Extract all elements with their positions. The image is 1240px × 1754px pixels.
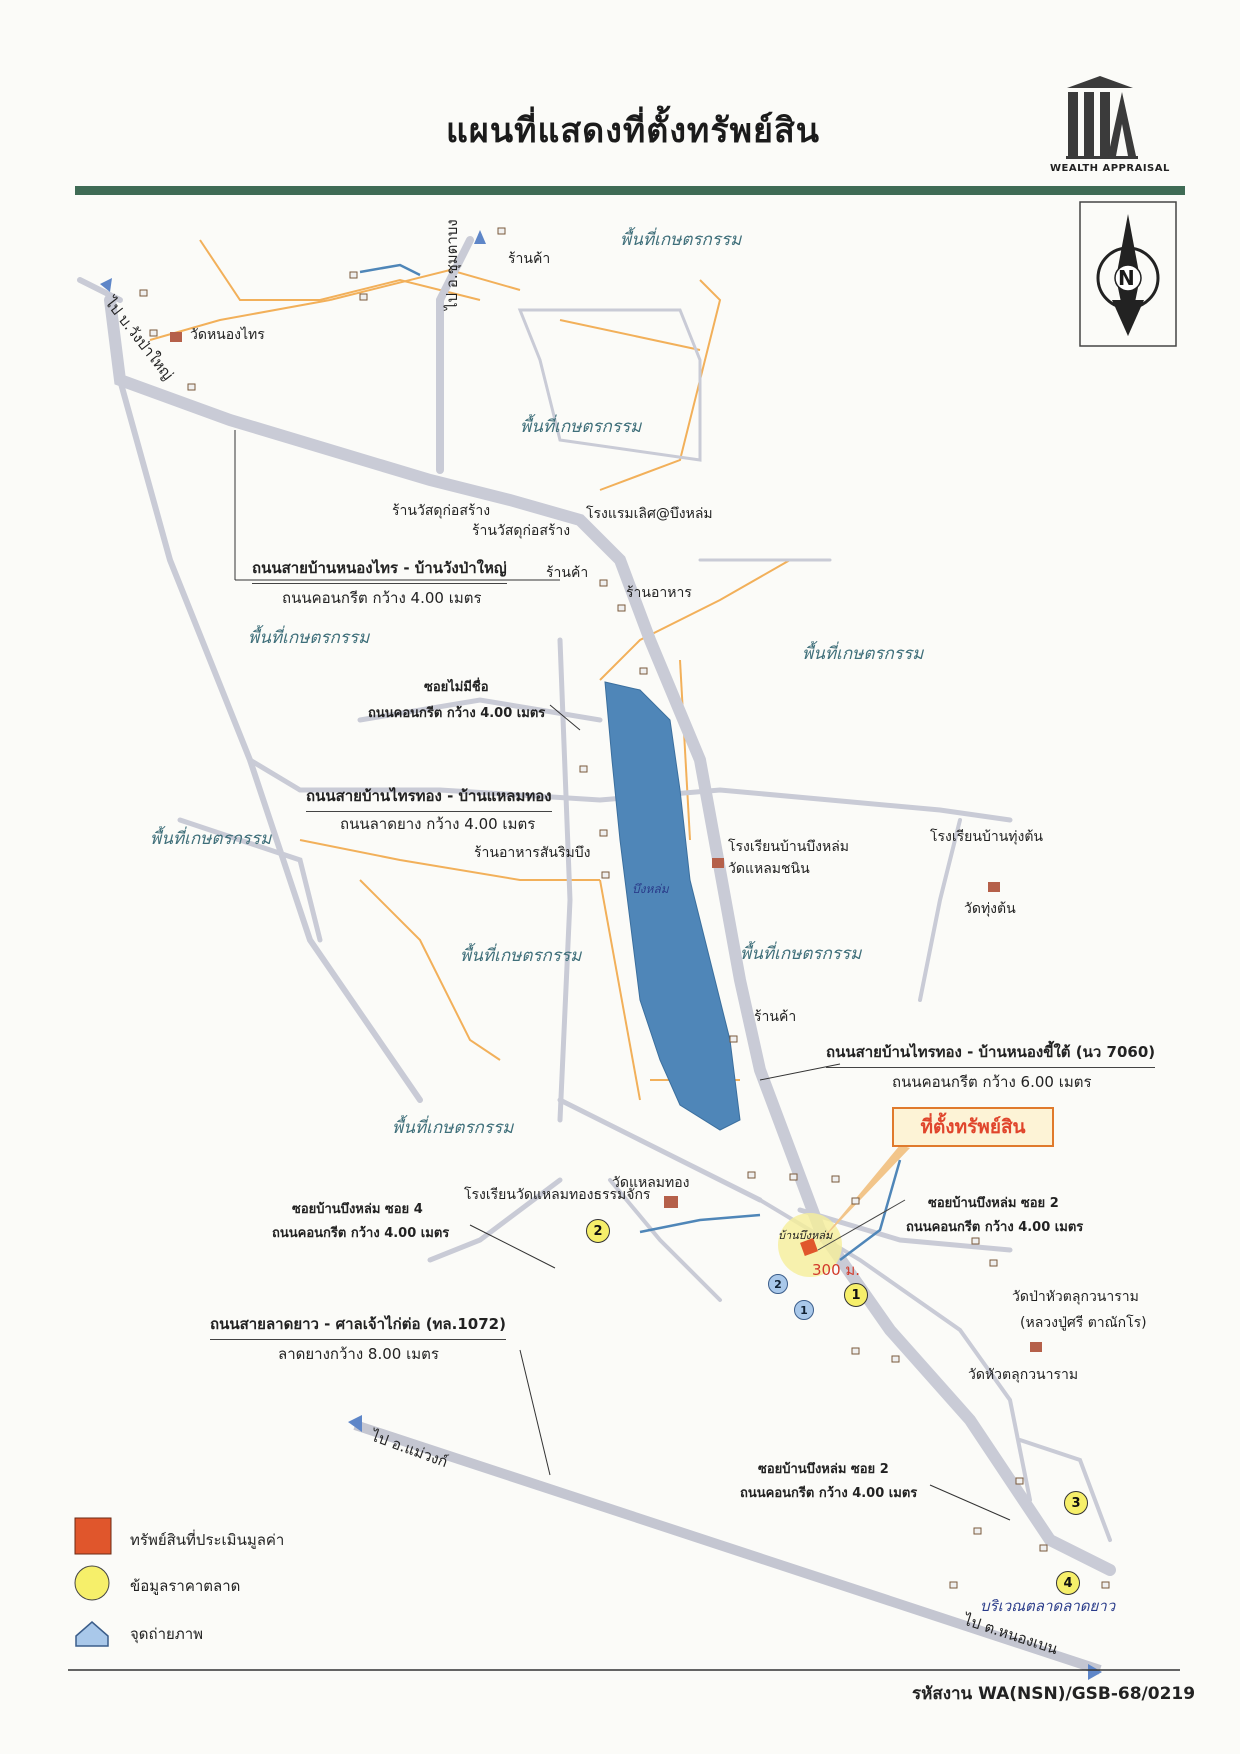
- job-code: รหัสงาน WA(NSN)/GSB-68/0219: [912, 1684, 1196, 1704]
- restaurant-label: ร้านอาหาร: [626, 585, 692, 601]
- market-marker: 2: [586, 1219, 610, 1243]
- school-label: โรงเรียนบ้านบึงหล่ม: [728, 839, 850, 855]
- area-label: พื้นที่เกษตรกรรม: [392, 1118, 514, 1138]
- legend-photo-label: จุดถ่ายภาพ: [130, 1625, 204, 1643]
- temple-label: วัดแหลมทอง: [612, 1175, 690, 1191]
- highway-1072: [353, 1420, 1102, 1675]
- arrow-icon: [1088, 1664, 1102, 1680]
- distance-label: 300 ม.: [812, 1261, 861, 1279]
- shop-label: ร้านวัสดุก่อสร้าง: [392, 503, 491, 519]
- legend-market-icon: [74, 1565, 110, 1601]
- road-desc: ถนนลาดยาง กว้าง 4.00 เมตร: [340, 815, 536, 833]
- road-label: ซอยไม่มีชื่อ: [424, 680, 489, 695]
- property-marker-icon: [800, 1238, 818, 1256]
- area-label: พื้นที่เกษตรกรรม: [620, 230, 742, 250]
- area-label: พื้นที่เกษตรกรรม: [150, 829, 272, 849]
- market-marker: 4: [1056, 1571, 1080, 1595]
- shop-label: ร้านค้า: [508, 251, 551, 267]
- restaurant-label: ร้านอาหารสันริมบึง: [474, 845, 591, 861]
- callout-pointer: [818, 1145, 910, 1244]
- road-label: ซอยบ้านบึงหล่ม ซอย 2: [928, 1196, 1059, 1211]
- school-label: โรงเรียนวัดแหลมทองธรรมจักร: [464, 1187, 651, 1203]
- direction-label: ไป อ.ชุมตาบง: [443, 219, 461, 310]
- temple-label: วัดทุ่งต้น: [964, 901, 1016, 917]
- shop-label: ร้านวัสดุก่อสร้าง: [472, 523, 571, 539]
- legend-property-label: ทรัพย์สินที่ประเมินมูลค่า: [130, 1531, 285, 1549]
- legend-property-icon: [74, 1517, 112, 1555]
- market-marker: 1: [844, 1283, 868, 1307]
- legend-market-label: ข้อมูลราคาตลาด: [130, 1577, 241, 1595]
- temple-label: วัดหนองไทร: [190, 327, 265, 343]
- road-label: ถนนสายบ้านไทรทอง - บ้านแหลมทอง: [306, 784, 552, 812]
- arrow-icon: [100, 278, 112, 292]
- temple-label: วัดป่าหัวตลุกวนาราม: [1012, 1289, 1139, 1305]
- stream: [639, 1213, 761, 1234]
- house-icons: [139, 227, 1110, 1589]
- road-desc: ลาดยางกว้าง 8.00 เมตร: [278, 1345, 439, 1363]
- hotel-label: โรงแรมเลิศ@บึงหล่ม: [586, 506, 713, 522]
- village-label: บ้านบึงหล่ม: [778, 1229, 833, 1242]
- property-callout: ที่ตั้งทรัพย์สิน: [892, 1107, 1054, 1147]
- road-network: [77, 236, 1116, 1576]
- stream: [839, 1159, 902, 1261]
- road-desc: ถนนคอนกรีต กว้าง 6.00 เมตร: [892, 1073, 1092, 1091]
- road-label: ซอยบ้านบึงหล่ม ซอย 4: [292, 1202, 423, 1217]
- shop-label: ร้านค้า: [754, 1009, 797, 1025]
- photo-point: 1: [794, 1300, 814, 1320]
- road-desc: ถนนคอนกรีต กว้าง 4.00 เมตร: [272, 1226, 450, 1241]
- road-desc: ถนนคอนกรีต กว้าง 4.00 เมตร: [282, 589, 482, 607]
- leader-line: [817, 1199, 906, 1251]
- road-label: ถนนสายบ้านไทรทอง - บ้านหนองขี้ใต้ (นว 70…: [826, 1040, 1156, 1068]
- photo-point: 2: [768, 1274, 788, 1294]
- shop-label: ร้านค้า: [546, 565, 589, 581]
- lake-label: บึงหล่ม: [632, 882, 669, 896]
- compass-north-letter: N: [1118, 266, 1135, 290]
- area-label: พื้นที่เกษตรกรรม: [460, 946, 582, 966]
- road-label: ซอยบ้านบึงหล่ม ซอย 2: [758, 1462, 889, 1477]
- arrow-icon: [348, 1415, 362, 1432]
- leader-lines: [234, 430, 1011, 1521]
- temple-label: วัดหัวตลุกวนาราม: [968, 1367, 1079, 1383]
- area-label: พื้นที่เกษตรกรรม: [802, 644, 924, 664]
- temple-icons: [170, 332, 1042, 1352]
- wa-logo-icon: [1066, 76, 1138, 159]
- header-bar: [75, 186, 1185, 195]
- page-title: แผนที่แสดงที่ตั้งทรัพย์สิน: [446, 111, 820, 151]
- market-area-label: บริเวณตลาดลาดยาว: [980, 1597, 1116, 1615]
- school-label: โรงเรียนบ้านทุ่งต้น: [930, 829, 1043, 845]
- lake-shape: [604, 681, 741, 1131]
- area-label: พื้นที่เกษตรกรรม: [740, 944, 862, 964]
- road-desc: ถนนคอนกรีต กว้าง 4.00 เมตร: [906, 1220, 1084, 1235]
- temple-label: (หลวงปู่ศรี ตาณักโร): [1020, 1315, 1147, 1331]
- stream: [359, 263, 421, 277]
- market-marker: 3: [1064, 1491, 1088, 1515]
- road-label: ถนนสายบ้านหนองไทร - บ้านวังป่าใหญ่: [252, 556, 507, 584]
- compass-icon: [1079, 201, 1177, 347]
- road-desc: ถนนคอนกรีต กว้าง 4.00 เมตร: [740, 1486, 918, 1501]
- brand-name: WEALTH APPRAISAL: [1050, 163, 1170, 174]
- legend-photo-icon: [75, 1621, 109, 1647]
- road-desc: ถนนคอนกรีต กว้าง 4.00 เมตร: [368, 706, 546, 721]
- arrow-icon: [474, 230, 486, 244]
- area-label: พื้นที่เกษตรกรรม: [520, 417, 642, 437]
- temple-label: วัดแหลมชนิน: [728, 861, 810, 877]
- area-label: พื้นที่เกษตรกรรม: [248, 628, 370, 648]
- road-label: ถนนสายลาดยาว - ศาลเจ้าไก่ต่อ (ทล.1072): [210, 1312, 506, 1340]
